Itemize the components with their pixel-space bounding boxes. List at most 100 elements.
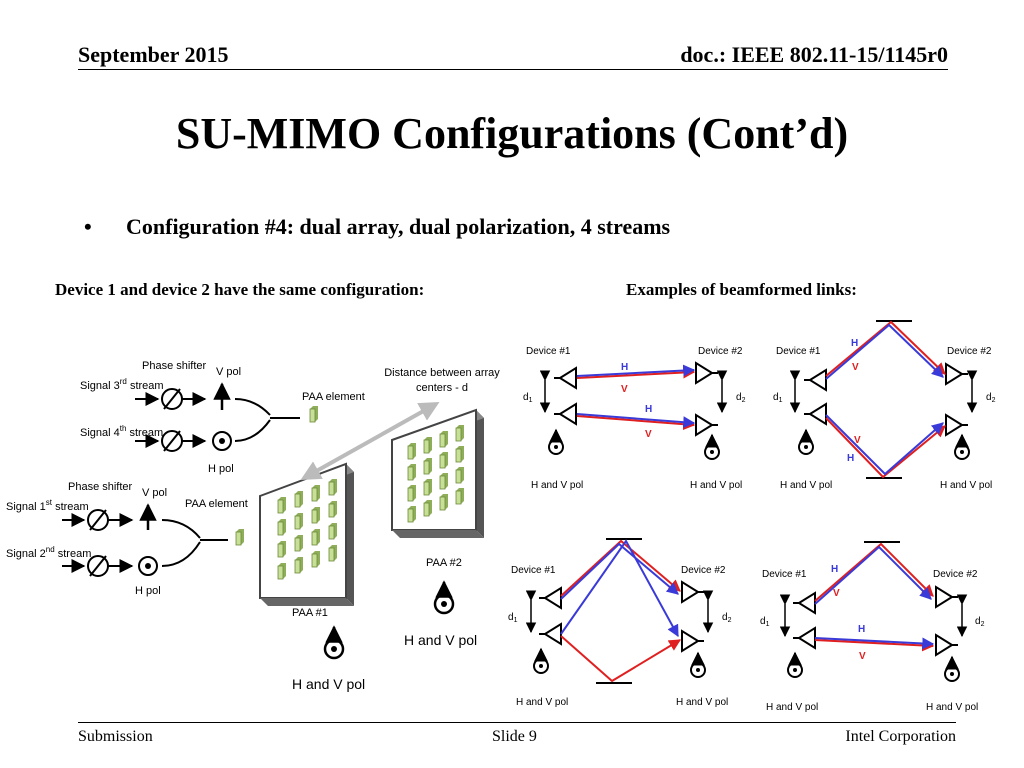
label-v-pol-top: V pol: [216, 366, 241, 378]
antenna-icon: [792, 627, 816, 649]
hv-pol-icon: [534, 649, 548, 673]
svg-text:V: V: [852, 362, 859, 373]
svg-text:d1: d1: [760, 616, 770, 628]
panel-a-device2: Device #2: [698, 346, 743, 357]
hv-pol-icon: [799, 430, 813, 454]
svg-text:Device #1: Device #1: [511, 565, 556, 576]
svg-text:V: V: [854, 435, 861, 446]
antenna-icon: [945, 363, 969, 385]
paa-element-icon: [235, 528, 245, 546]
label-paa-element-bottom: PAA element: [185, 498, 248, 510]
footer-submission: Submission: [78, 728, 153, 745]
phase-shifter-icon: [161, 388, 183, 410]
label-distance-line1: Distance between array: [384, 367, 500, 379]
header-doc-id: doc.: IEEE 802.11-15/1145r0: [680, 42, 948, 67]
bullet-marker: •: [84, 214, 92, 239]
header-date: September 2015: [78, 42, 229, 67]
left-config-diagram: Phase shifter V pol Signal 3rd stream Si…: [6, 360, 500, 692]
label-v-pol-bottom: V pol: [142, 487, 167, 499]
label-signal-2: Signal 2nd stream: [6, 545, 91, 560]
label-signal-4: Signal 4th stream: [80, 424, 163, 439]
label-hv-pol-paa1: H and V pol: [292, 676, 365, 692]
antenna-icon: [695, 414, 719, 436]
header-rule: [78, 69, 948, 70]
antenna-icon: [792, 592, 816, 614]
svg-text:H and V pol: H and V pol: [780, 480, 832, 491]
svg-text:H: H: [851, 338, 858, 349]
svg-text:H and V pol: H and V pol: [766, 702, 818, 713]
label-signal-1: Signal 1st stream: [6, 498, 89, 513]
label-paa-2: PAA #2: [426, 557, 462, 569]
link-panel-reflected-diamond: Device #1 Device #2 d1 d2 H V V H H and …: [773, 320, 996, 491]
antenna-icon: [681, 630, 705, 652]
svg-text:d2: d2: [722, 612, 732, 624]
svg-text:d2: d2: [975, 616, 985, 628]
panel-b-device1: Device #1: [776, 346, 821, 357]
label-paa-element-top: PAA element: [302, 391, 365, 403]
panel-a-hv-right: H and V pol: [690, 480, 742, 491]
phase-shifter-icon: [161, 430, 183, 452]
svg-text:H: H: [645, 404, 652, 415]
svg-text:H and V pol: H and V pol: [926, 702, 978, 713]
h-pol-dot-icon: [138, 556, 158, 576]
h-pol-dot-icon: [212, 431, 232, 451]
svg-text:V: V: [645, 429, 652, 440]
antenna-icon: [553, 367, 577, 389]
antenna-icon: [681, 581, 705, 603]
antenna-icon: [695, 362, 719, 384]
antenna-icon: [538, 623, 562, 645]
subheading-device-config: Device 1 and device 2 have the same conf…: [55, 280, 425, 299]
phase-shifter-icon: [87, 509, 109, 531]
slide-title: SU-MIMO Configurations (Cont’d): [175, 109, 849, 158]
config-diagram: Phase shifter V pol Signal 3rd stream Si…: [6, 320, 996, 713]
svg-text:d1: d1: [773, 392, 783, 404]
antenna-icon: [935, 634, 959, 656]
hv-pol-icon: [691, 653, 705, 677]
label-signal-3: Signal 3rd stream: [80, 377, 164, 392]
label-distance-line2: centers - d: [416, 382, 468, 394]
antenna-icon: [803, 403, 827, 425]
panel-b-device2: Device #2: [947, 346, 992, 357]
svg-text:Device #2: Device #2: [933, 569, 978, 580]
footer-slide-number: Slide 9: [492, 728, 537, 745]
label-phase-shifter-top: Phase shifter: [142, 360, 207, 372]
distance-arrow: [300, 402, 440, 480]
label-h-pol-top: H pol: [208, 463, 234, 475]
svg-text:d2: d2: [986, 392, 996, 404]
paa-2-panel: [391, 408, 484, 538]
svg-text:Device #1: Device #1: [762, 569, 807, 580]
svg-text:H: H: [831, 564, 838, 575]
panel-a-hv-left: H and V pol: [531, 480, 583, 491]
antenna-icon: [538, 587, 562, 609]
footer-rule: [78, 722, 956, 723]
footer-company: Intel Corporation: [845, 728, 956, 745]
hv-pol-icon: [705, 435, 719, 459]
paa-element-icon: [309, 405, 319, 423]
panel-a-device1: Device #1: [526, 346, 571, 357]
svg-text:H: H: [858, 624, 865, 635]
svg-text:H: H: [847, 453, 854, 464]
hv-pol-icon: [788, 653, 802, 677]
svg-text:d1: d1: [508, 612, 518, 624]
link-panel-cross-reflection: Device #1 Device #2 d1 d2 H and V pol H …: [508, 538, 732, 708]
hv-pol-icon: [955, 435, 969, 459]
antenna-icon: [935, 586, 959, 608]
label-h-pol-bottom: H pol: [135, 585, 161, 597]
label-phase-shifter-bottom: Phase shifter: [68, 481, 133, 493]
link-panel-direct: Device #1 Device #2 d1 d2 H V H V H and …: [523, 346, 746, 491]
paa-1-panel: [259, 462, 354, 606]
svg-text:H and V pol: H and V pol: [940, 480, 992, 491]
label-paa-1: PAA #1: [292, 607, 328, 619]
hv-pol-icon: [549, 430, 563, 454]
hv-pol-icon-paa2: [435, 582, 453, 613]
panel-a-d2: d2: [736, 392, 746, 404]
label-hv-pol-paa2: H and V pol: [404, 632, 477, 648]
phase-shifter-icon: [87, 555, 109, 577]
svg-text:V: V: [859, 651, 866, 662]
svg-text:H and V pol: H and V pol: [676, 697, 728, 708]
bullet-text: Configuration #4: dual array, dual polar…: [126, 214, 671, 239]
subheading-beamformed-links: Examples of beamformed links:: [626, 280, 857, 299]
svg-text:H and V pol: H and V pol: [516, 697, 568, 708]
antenna-icon: [945, 414, 969, 436]
svg-text:H: H: [621, 362, 628, 373]
